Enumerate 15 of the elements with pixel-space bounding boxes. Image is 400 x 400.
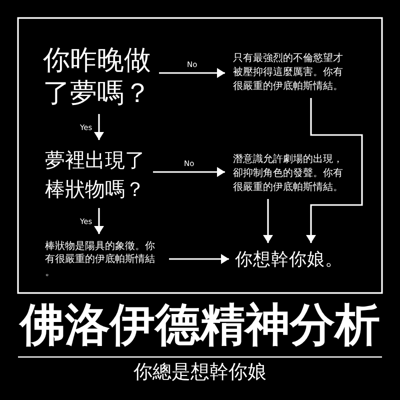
arrow: [169, 255, 229, 263]
arrow: [95, 114, 103, 140]
title: 佛洛伊德精神分析: [20, 300, 380, 350]
question-text: 你昨晚做了夢嗎？: [43, 44, 153, 110]
answer-text: 棒狀物是陽具的象徵。你有很嚴重的伊底帕斯情結。: [45, 240, 163, 279]
question-text: 夢裡出現了棒狀物嗎？: [45, 146, 147, 204]
arrow: [307, 98, 363, 243]
answer-text: 潛意識允許劇場的出現，卻抑制角色的發聲。你有很嚴重的伊底帕斯情結。: [233, 153, 351, 195]
subtitle: 你總是想幹你娘: [134, 360, 266, 384]
answer-text: 只有最強烈的不倫慾望才被壓抑得這麼厲害。你有很嚴重的伊底帕斯情結。: [233, 52, 351, 94]
arrow: [153, 168, 225, 176]
arrow: [264, 199, 272, 243]
conclusion-text: 你想幹你娘。: [235, 249, 343, 271]
arrow: [159, 69, 225, 77]
arrow: [95, 208, 103, 234]
